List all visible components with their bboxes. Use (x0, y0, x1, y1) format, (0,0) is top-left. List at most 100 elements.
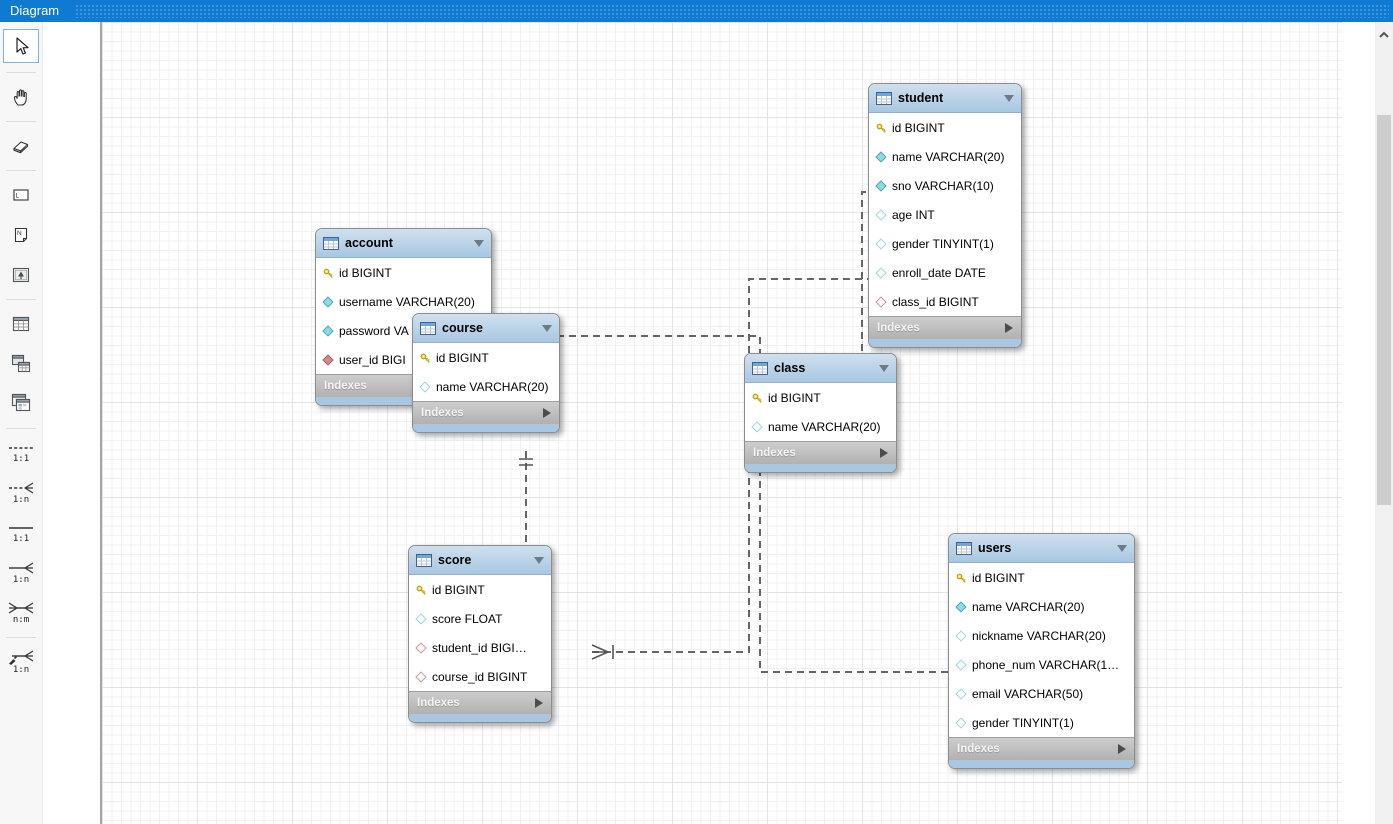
table-student[interactable]: student id BIGINT name VARCHAR(20) sno V… (868, 83, 1022, 348)
rel-1-n-identifying-tool[interactable]: 1:n (4, 558, 38, 588)
scrollbar-thumb[interactable] (1377, 115, 1391, 505)
diamond-icon (955, 717, 967, 729)
table-icon (876, 91, 892, 105)
relationship-lines (518, 184, 990, 678)
column-label: user_id BIGI (339, 352, 406, 367)
table-score[interactable]: score id BIGINT score FLOAT student_id B… (408, 545, 552, 723)
diamond-red-icon (875, 296, 887, 308)
table-row[interactable]: sno VARCHAR(10) (869, 171, 1021, 200)
svg-text:N: N (17, 230, 22, 237)
new-image-tool[interactable] (4, 260, 38, 290)
new-table-tool[interactable] (4, 309, 38, 339)
expand-triangle-icon[interactable] (1005, 323, 1013, 333)
table-row[interactable]: email VARCHAR(50) (949, 679, 1134, 708)
toolbar-separator (6, 121, 36, 122)
table-row[interactable]: nickname VARCHAR(20) (949, 621, 1134, 650)
collapse-triangle-icon[interactable] (879, 364, 889, 372)
collapse-triangle-icon[interactable] (1004, 94, 1014, 102)
table-row[interactable]: name VARCHAR(20) (413, 372, 559, 401)
collapse-triangle-icon[interactable] (1117, 544, 1127, 552)
layer-icon: L (13, 189, 29, 201)
table-row[interactable]: class_id BIGINT (869, 287, 1021, 316)
table-row[interactable]: phone_num VARCHAR(1… (949, 650, 1134, 679)
collapse-triangle-icon[interactable] (534, 556, 544, 564)
indexes-footer[interactable]: Indexes (869, 316, 1021, 339)
diagram-canvas[interactable]: account id BIGINT username VARCHAR(20) p… (42, 22, 1375, 824)
column-label: id BIGINT (768, 390, 821, 405)
collapse-triangle-icon[interactable] (474, 239, 484, 247)
table-row[interactable]: id BIGINT (745, 383, 896, 412)
rel-1-1-identifying-tool[interactable]: 1:1 (4, 518, 38, 548)
table-header[interactable]: score (409, 546, 551, 575)
tab-diagram[interactable]: Diagram (10, 3, 60, 18)
collapse-triangle-icon[interactable] (542, 324, 552, 332)
table-header[interactable]: account (316, 229, 491, 258)
rel-1-1-non-identifying-tool[interactable]: 1:1 (4, 438, 38, 468)
table-row[interactable]: id BIGINT (413, 343, 559, 372)
expand-triangle-icon[interactable] (880, 448, 888, 458)
diagram-page-grid[interactable] (100, 22, 1342, 824)
table-row[interactable]: gender TINYINT(1) (949, 708, 1134, 737)
rel-existing-columns-tool[interactable]: 1:n (4, 647, 38, 677)
column-label: course_id BIGINT (432, 669, 528, 684)
table-users[interactable]: users id BIGINT name VARCHAR(20) nicknam… (948, 533, 1135, 769)
tab-bar-texture (75, 4, 1389, 18)
table-bottom-strip (949, 760, 1134, 768)
new-layer-tool[interactable]: L (4, 180, 38, 210)
diamond-filled-icon (322, 296, 334, 308)
chevron-up-icon[interactable] (1378, 30, 1390, 40)
diamond-icon (955, 630, 967, 642)
table-row[interactable]: id BIGINT (409, 575, 551, 604)
column-label: username VARCHAR(20) (339, 294, 475, 309)
indexes-footer[interactable]: Indexes (409, 691, 551, 714)
relationship-tool-label: 1:1 (12, 534, 30, 544)
table-bottom-strip (869, 339, 1021, 347)
table-icon (416, 553, 432, 567)
table-row[interactable]: enroll_date DATE (869, 258, 1021, 287)
routine-group-icon (11, 393, 31, 412)
new-view-tool[interactable] (4, 349, 38, 379)
table-class[interactable]: class id BIGINT name VARCHAR(20) Indexes (744, 353, 897, 473)
table-row[interactable]: course_id BIGINT (409, 662, 551, 691)
table-course[interactable]: course id BIGINT name VARCHAR(20) Indexe… (412, 313, 560, 433)
pan-tool[interactable] (4, 82, 38, 112)
table-row[interactable]: score FLOAT (409, 604, 551, 633)
hand-icon (13, 89, 27, 106)
table-row[interactable]: gender TINYINT(1) (869, 229, 1021, 258)
expand-triangle-icon[interactable] (535, 698, 543, 708)
column-label: nickname VARCHAR(20) (972, 628, 1106, 643)
table-row[interactable]: id BIGINT (869, 113, 1021, 142)
indexes-footer[interactable]: Indexes (413, 401, 559, 424)
table-row[interactable]: name VARCHAR(20) (745, 412, 896, 441)
table-title: student (898, 91, 944, 105)
new-routine-group-tool[interactable] (4, 389, 38, 419)
relationship-n-m-icon (8, 602, 34, 614)
table-grid-icon (12, 316, 30, 332)
indexes-label: Indexes (877, 322, 920, 334)
table-row[interactable]: name VARCHAR(20) (869, 142, 1021, 171)
expand-triangle-icon[interactable] (1118, 744, 1126, 754)
diamond-filled-icon (322, 325, 334, 337)
indexes-footer[interactable]: Indexes (949, 737, 1134, 760)
rel-n-m-identifying-tool[interactable]: n:m (4, 598, 38, 628)
table-row[interactable]: id BIGINT (316, 258, 491, 287)
table-row[interactable]: name VARCHAR(20) (949, 592, 1134, 621)
table-row[interactable]: username VARCHAR(20) (316, 287, 491, 316)
rel-1-n-non-identifying-tool[interactable]: 1:n (4, 478, 38, 508)
table-row[interactable]: student_id BIGI… (409, 633, 551, 662)
select-tool[interactable] (3, 29, 39, 63)
table-header[interactable]: course (413, 314, 559, 343)
table-row[interactable]: id BIGINT (949, 563, 1134, 592)
indexes-footer[interactable]: Indexes (745, 441, 896, 464)
expand-triangle-icon[interactable] (543, 408, 551, 418)
table-header[interactable]: users (949, 534, 1134, 563)
new-note-tool[interactable]: N (4, 220, 38, 250)
table-header[interactable]: class (745, 354, 896, 383)
table-bottom-strip (316, 397, 491, 405)
table-header[interactable]: student (869, 84, 1021, 113)
delete-tool[interactable] (4, 131, 38, 161)
vertical-scrollbar[interactable] (1375, 22, 1393, 824)
column-label: email VARCHAR(50) (972, 686, 1084, 701)
table-row[interactable]: age INT (869, 200, 1021, 229)
